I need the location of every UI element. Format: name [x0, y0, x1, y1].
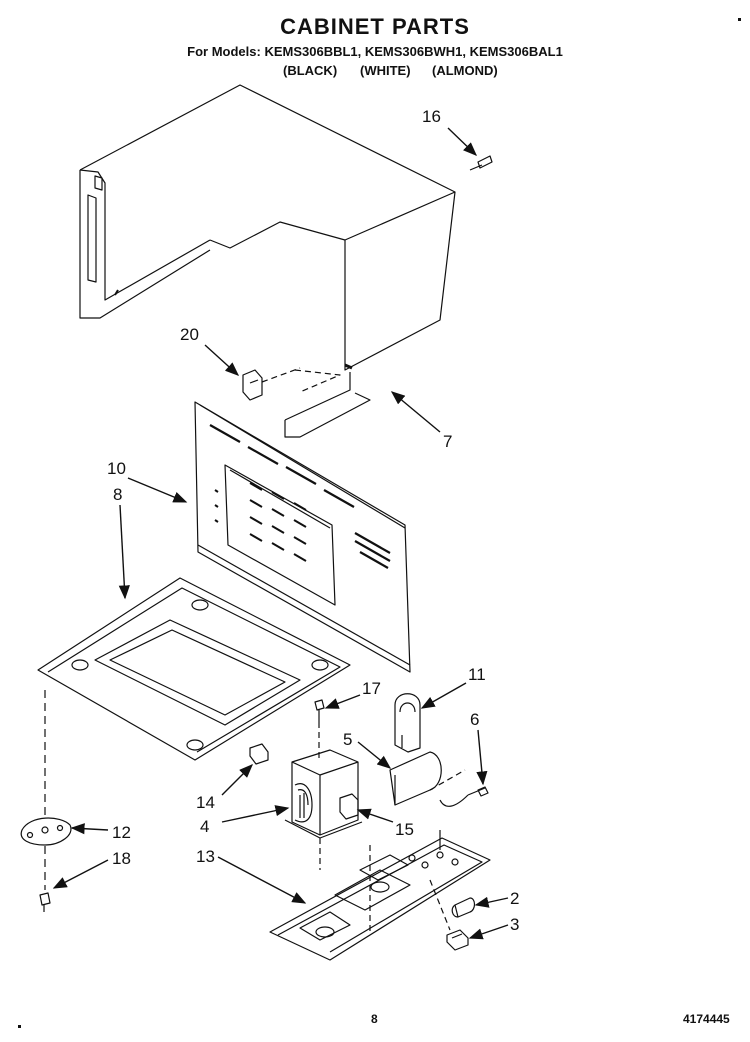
callout-20: 20 — [180, 325, 199, 344]
capacitor-5 — [389, 751, 466, 806]
page-number: 8 — [371, 1012, 378, 1026]
base-tray-13 — [269, 830, 491, 961]
callout-2: 2 — [510, 889, 519, 908]
callout-4: 4 — [200, 817, 209, 836]
bracket-12 — [20, 817, 72, 890]
variant-almond: (ALMOND) — [432, 63, 498, 78]
callout-10: 10 — [107, 459, 126, 478]
callout-15: 15 — [395, 820, 414, 839]
base-plate-8 — [37, 577, 351, 820]
callout-11: 11 — [468, 665, 486, 684]
document-number: 4174445 — [683, 1012, 730, 1026]
page-title: CABINET PARTS — [280, 14, 470, 39]
block-15 — [339, 793, 359, 820]
diode-6 — [439, 786, 489, 807]
corner-mark-bottom — [18, 1025, 21, 1028]
callout-16: 16 — [422, 107, 441, 126]
variant-black: (BLACK) — [283, 63, 338, 78]
callout-8: 8 — [113, 485, 122, 504]
fuse-2 — [451, 897, 476, 918]
variant-white: (WHITE) — [360, 63, 411, 78]
callout-7: 7 — [443, 432, 452, 451]
screw-17 — [314, 699, 325, 758]
callout-12: 12 — [112, 823, 131, 842]
cabinet-wrapper — [79, 84, 456, 438]
callout-6: 6 — [470, 710, 479, 729]
block-14 — [249, 743, 269, 765]
transformer-4 — [284, 749, 363, 870]
bracket-11 — [394, 693, 421, 753]
front-panel-10 — [194, 401, 411, 673]
callout-5: 5 — [343, 730, 352, 749]
corner-mark-top — [738, 18, 741, 21]
callout-18: 18 — [112, 849, 131, 868]
models-line: For Models: KEMS306BBL1, KEMS306BWH1, KE… — [187, 44, 563, 59]
clip-3 — [446, 929, 469, 951]
callout-3: 3 — [510, 915, 519, 934]
screw-16 — [469, 155, 493, 171]
clip-20 — [242, 367, 301, 401]
callout-13: 13 — [196, 847, 215, 866]
callout-14: 14 — [196, 793, 215, 812]
screw-18 — [39, 892, 51, 912]
callout-17: 17 — [362, 679, 381, 698]
